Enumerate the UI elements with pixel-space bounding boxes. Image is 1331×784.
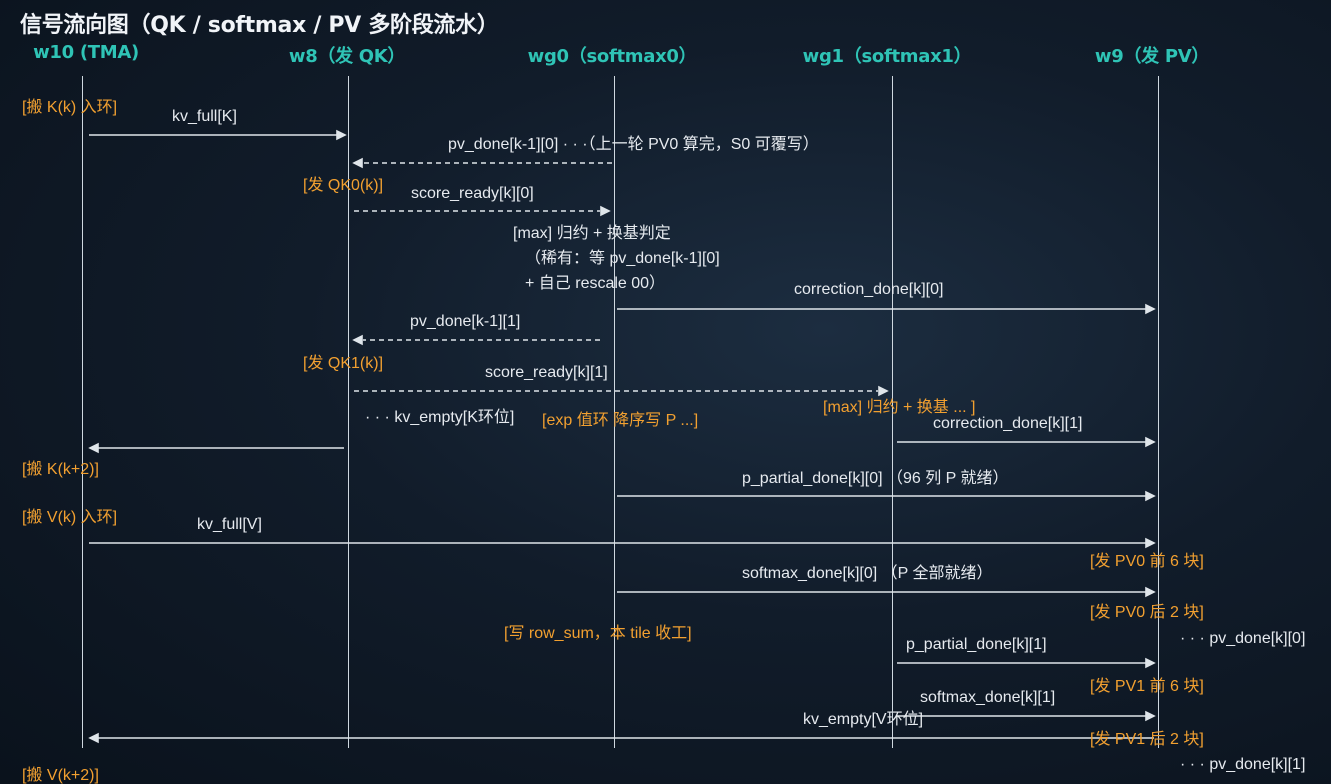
- annotation-text: [max] 归约 + 换基判定: [513, 225, 671, 242]
- message-label: kv_empty[V环位]: [803, 711, 924, 728]
- lifeline-wg0: [614, 76, 615, 748]
- arrow-pv-done-prev-0: [352, 157, 612, 169]
- action-note: [发 QK0(k)]: [303, 177, 384, 194]
- action-note: [发 QK1(k)]: [303, 355, 384, 372]
- action-note: [发 PV1 后 2 块]: [1090, 731, 1204, 748]
- message-label: kv_full[K]: [172, 108, 237, 125]
- arrow-correction-done-1: [897, 436, 1156, 448]
- action-note: [发 PV0 前 6 块]: [1090, 553, 1204, 570]
- arrow-p-partial-done-0: [617, 490, 1156, 502]
- arrow-correction-done-0: [617, 303, 1156, 315]
- lifeline-w8: [348, 76, 349, 748]
- message-label: softmax_done[k][1]: [920, 689, 1056, 706]
- lane-header-w8: w8（发 QK）: [288, 46, 406, 67]
- message-label: score_ready[k][0]: [411, 185, 534, 202]
- lifeline-w10: [82, 76, 83, 748]
- annotation-text: + 自己 rescale 00）: [525, 275, 666, 292]
- action-note: [发 PV1 前 6 块]: [1090, 678, 1204, 695]
- lane-header-w9: w9（发 PV）: [1094, 46, 1210, 67]
- annotation-text: · · · pv_done[k][0]: [1180, 630, 1306, 647]
- message-label: kv_full[V]: [197, 516, 262, 533]
- message-label: correction_done[k][1]: [933, 415, 1083, 432]
- arrow-score-ready-0: [354, 205, 611, 217]
- message-label: · · · kv_empty[K环位]: [365, 409, 515, 426]
- arrow-pv-done-prev-1: [352, 334, 600, 346]
- action-note: [搬 K(k+2)]: [22, 461, 99, 478]
- arrow-softmax-done-1: [897, 710, 1156, 722]
- message-label: pv_done[k-1][0] · · ·（上一轮 PV0 算完，S0 可覆写）: [448, 136, 819, 153]
- arrow-p-partial-done-1: [897, 657, 1156, 669]
- message-label: score_ready[k][1]: [485, 364, 608, 381]
- annotation-text: （稀有：等 pv_done[k-1][0]: [525, 250, 720, 267]
- annotation-text: · · · pv_done[k][1]: [1180, 756, 1306, 773]
- arrow-kv-full-v: [89, 537, 1156, 549]
- lane-header-w10: w10 (TMA): [33, 42, 139, 63]
- arrow-kv-empty-v: [88, 732, 1154, 744]
- arrow-score-ready-1: [354, 385, 889, 397]
- lane-header-wg1: wg1（softmax1）: [802, 46, 972, 67]
- action-note: [搬 K(k) 入环]: [22, 99, 118, 116]
- action-note: [写 row_sum，本 tile 收工]: [504, 625, 692, 642]
- arrow-kv-empty-k: [88, 442, 344, 454]
- message-label: pv_done[k-1][1]: [410, 313, 521, 330]
- message-label: softmax_done[k][0] （P 全部就绪）: [742, 565, 993, 582]
- message-label: correction_done[k][0]: [794, 281, 944, 298]
- arrow-kv-full-k: [89, 129, 347, 141]
- lane-header-wg0: wg0（softmax0）: [527, 46, 697, 67]
- action-note: [搬 V(k) 入环]: [22, 509, 118, 526]
- lifeline-w9: [1158, 76, 1159, 748]
- message-label: p_partial_done[k][0] （96 列 P 就绪）: [742, 470, 1009, 487]
- arrow-softmax-done-0: [617, 586, 1156, 598]
- message-label: p_partial_done[k][1]: [906, 636, 1047, 653]
- action-note: [搬 V(k+2)]: [22, 767, 99, 784]
- action-note: [发 PV0 后 2 块]: [1090, 604, 1204, 621]
- lifeline-wg1: [892, 76, 893, 748]
- action-note: [exp 值环 降序写 P ...]: [542, 412, 699, 429]
- action-note: [max] 归约 + 换基 ... ]: [823, 399, 976, 416]
- diagram-title: 信号流向图（QK / softmax / PV 多阶段流水）: [20, 13, 499, 38]
